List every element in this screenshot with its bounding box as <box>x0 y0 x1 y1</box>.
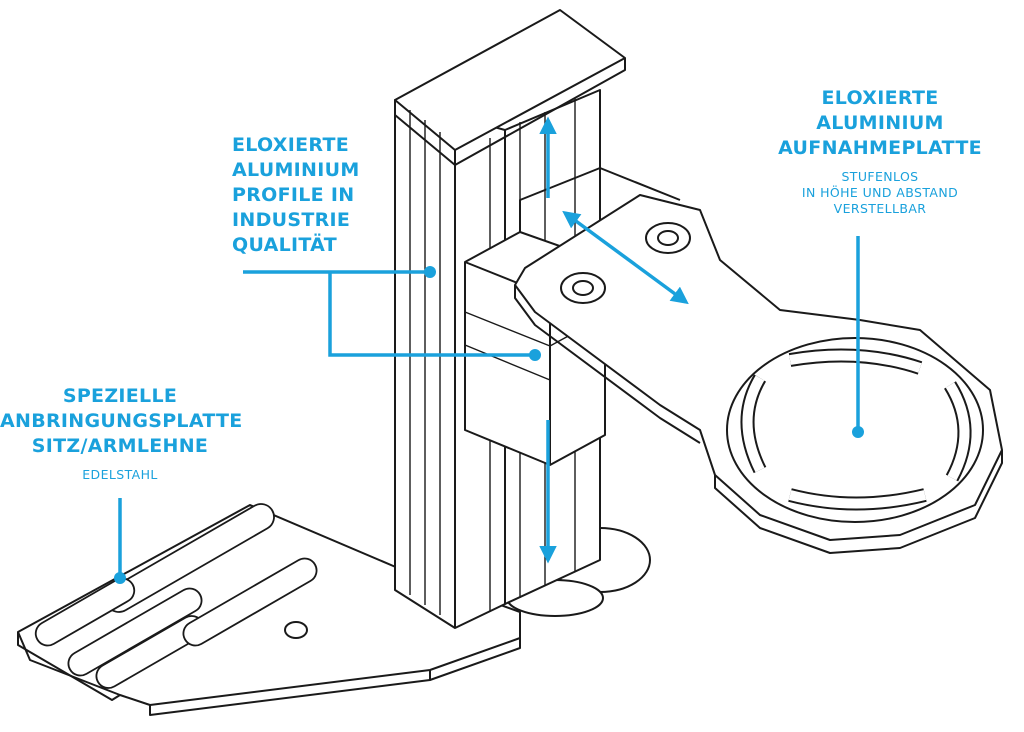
callout-profile-title: ELOXIERTE ALUMINIUM PROFILE IN INDUSTRIE… <box>232 134 360 256</box>
adjustment-arrows <box>539 116 689 564</box>
base-plate-slots <box>34 503 318 689</box>
distance-arrow <box>562 210 689 305</box>
callout-mount-plate-subtitle: STUFENLOS IN HÖHE UND ABSTAND VERSTELLBA… <box>801 169 959 216</box>
callout-profile: ELOXIERTE ALUMINIUM PROFILE IN INDUSTRIE… <box>232 133 360 258</box>
hex-screw-2 <box>645 222 691 254</box>
callout-bracket-title: SPEZIELLE ANBRINGUNGSPLATTE SITZ/ARMLEHN… <box>0 385 243 457</box>
callout-dots <box>114 266 864 584</box>
base-plate-hole <box>284 621 308 639</box>
callout-bracket-subtitle: EDELSTAHL <box>82 467 158 482</box>
callout-bracket: SPEZIELLE ANBRINGUNGSPLATTE SITZ/ARMLEHN… <box>0 384 243 483</box>
hex-screw-1 <box>560 272 606 304</box>
callout-leaders <box>118 236 860 576</box>
callout-mount-plate: ELOXIERTE ALUMINIUM AUFNAHMEPLATTE STUFE… <box>755 86 1005 217</box>
callout-mount-plate-title: ELOXIERTE ALUMINIUM AUFNAHMEPLATTE <box>778 87 982 159</box>
